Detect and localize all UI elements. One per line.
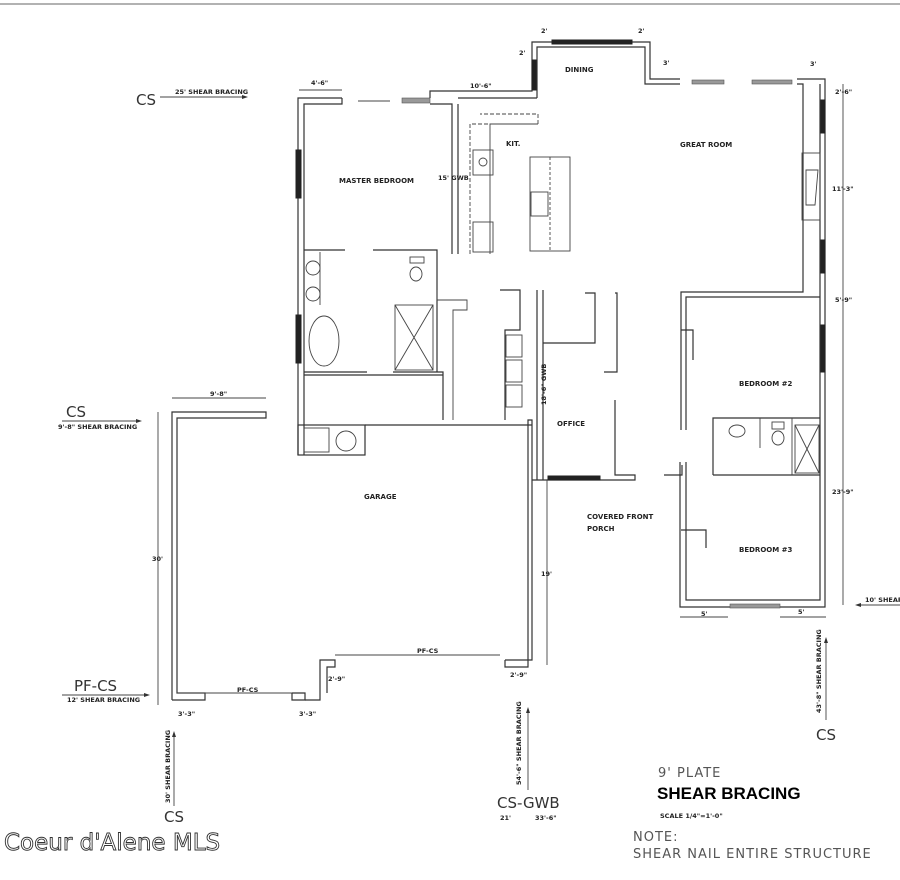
master-shower [394,304,434,371]
scale-label: SCALE 1/4"=1'-0" [660,812,723,820]
room-garage: GARAGE [364,493,397,501]
dimension-label: 3'-3" [299,710,316,718]
legend: 9' PLATE SHEAR BRACING SCALE 1/4"=1'-0" … [633,766,872,862]
bracing-code: CS-GWB [497,794,560,812]
dimension-label: PF-CS [237,686,259,694]
dimension-label: 3' [663,59,670,67]
room-porch: COVERED FRONT [587,513,653,521]
dimension-label: 19' [541,570,552,578]
dimension-label: 2' [541,27,548,35]
room-bedroom-2: BEDROOM #2 [739,380,792,388]
dimension-label: 3'-3" [178,710,195,718]
bracing-text: 54'-6" SHEAR BRACING [515,701,523,785]
dimension-label: 10'-6" [470,82,492,90]
dimension-label: 30' [152,555,163,563]
bracing-code: CS [66,403,86,421]
room-porch-line2: PORCH [587,525,615,533]
window [531,59,537,91]
dimension-label: 4'-6" [311,79,328,87]
dimension-label: 2'-6" [835,88,852,96]
fireplace [801,152,821,221]
walls [62,39,900,806]
dimension-label: 15' GWB [438,174,469,182]
dimension-label: 5' [798,608,805,616]
window [820,239,826,274]
watermark: Coeur d'Alene MLS [4,830,220,856]
window [751,79,793,85]
bracing-text: 10' SHEAR BRA [865,596,900,604]
window [295,314,302,364]
dimension-label: 2' [638,27,645,35]
window [691,79,725,85]
bracing-code: PF-CS [74,677,117,695]
dimension-label: 5'-9" [835,296,852,304]
dimension-label: 18'-6" GWB [540,364,548,405]
bracing-text: 12' SHEAR BRACING [67,696,140,704]
bracing-text: 9'-8" SHEAR BRACING [58,423,137,431]
dimension-label: 23'-9" [832,488,854,496]
bracing-code: CS [164,808,184,826]
drawing-title: SHEAR BRACING [657,784,801,803]
dimension-label: 5' [701,610,708,618]
window [401,97,431,104]
plate-label: 9' PLATE [658,766,721,781]
dimension-label: 2'-9" [510,671,527,679]
window [547,475,601,481]
shower [794,424,820,474]
bathtub [308,315,340,367]
room-kitchen: KIT. [506,140,520,148]
room-bedroom-3: BEDROOM #3 [739,546,792,554]
window [295,149,302,199]
window [729,603,781,609]
window [551,39,633,45]
bracing-text: 25' SHEAR BRACING [175,88,248,96]
room-office: OFFICE [557,420,585,428]
window [820,324,826,373]
dimension-label: PF-CS [417,647,439,655]
window [820,99,826,134]
bracing-code: CS [816,726,836,744]
note-text: SHEAR NAIL ENTIRE STRUCTURE [633,847,872,862]
bracing-code: CS [136,91,156,109]
note-label: NOTE: [633,830,679,845]
dimension-label: 2'-9" [328,675,345,683]
bracing-text: 43'-8" SHEAR BRACING [815,629,823,713]
dimension-label: 3' [810,60,817,68]
bracing-text: 33'-6" [535,814,557,822]
room-great-room: GREAT ROOM [680,141,732,149]
room-master-bedroom: MASTER BEDROOM [339,177,414,185]
dimension-label: 9'-8" [210,390,227,398]
dimension-label: 11'-3" [832,185,854,193]
dimension-label: 2' [519,49,526,57]
room-labels: DINING KIT. GREAT ROOM MASTER BEDROOM BE… [339,66,792,554]
bracing-text: 30' SHEAR BRACING [164,730,172,803]
bracing-text: 21' [500,814,511,822]
range [472,149,494,176]
bracing-callouts: CS 25' SHEAR BRACING CS 9'-8" SHEAR BRAC… [58,88,900,826]
dimension-labels: 4'-6" 10'-6" 2' 2' 2' 3' 3' 2'-6" 11'-3"… [152,27,854,718]
room-dining: DINING [565,66,594,74]
